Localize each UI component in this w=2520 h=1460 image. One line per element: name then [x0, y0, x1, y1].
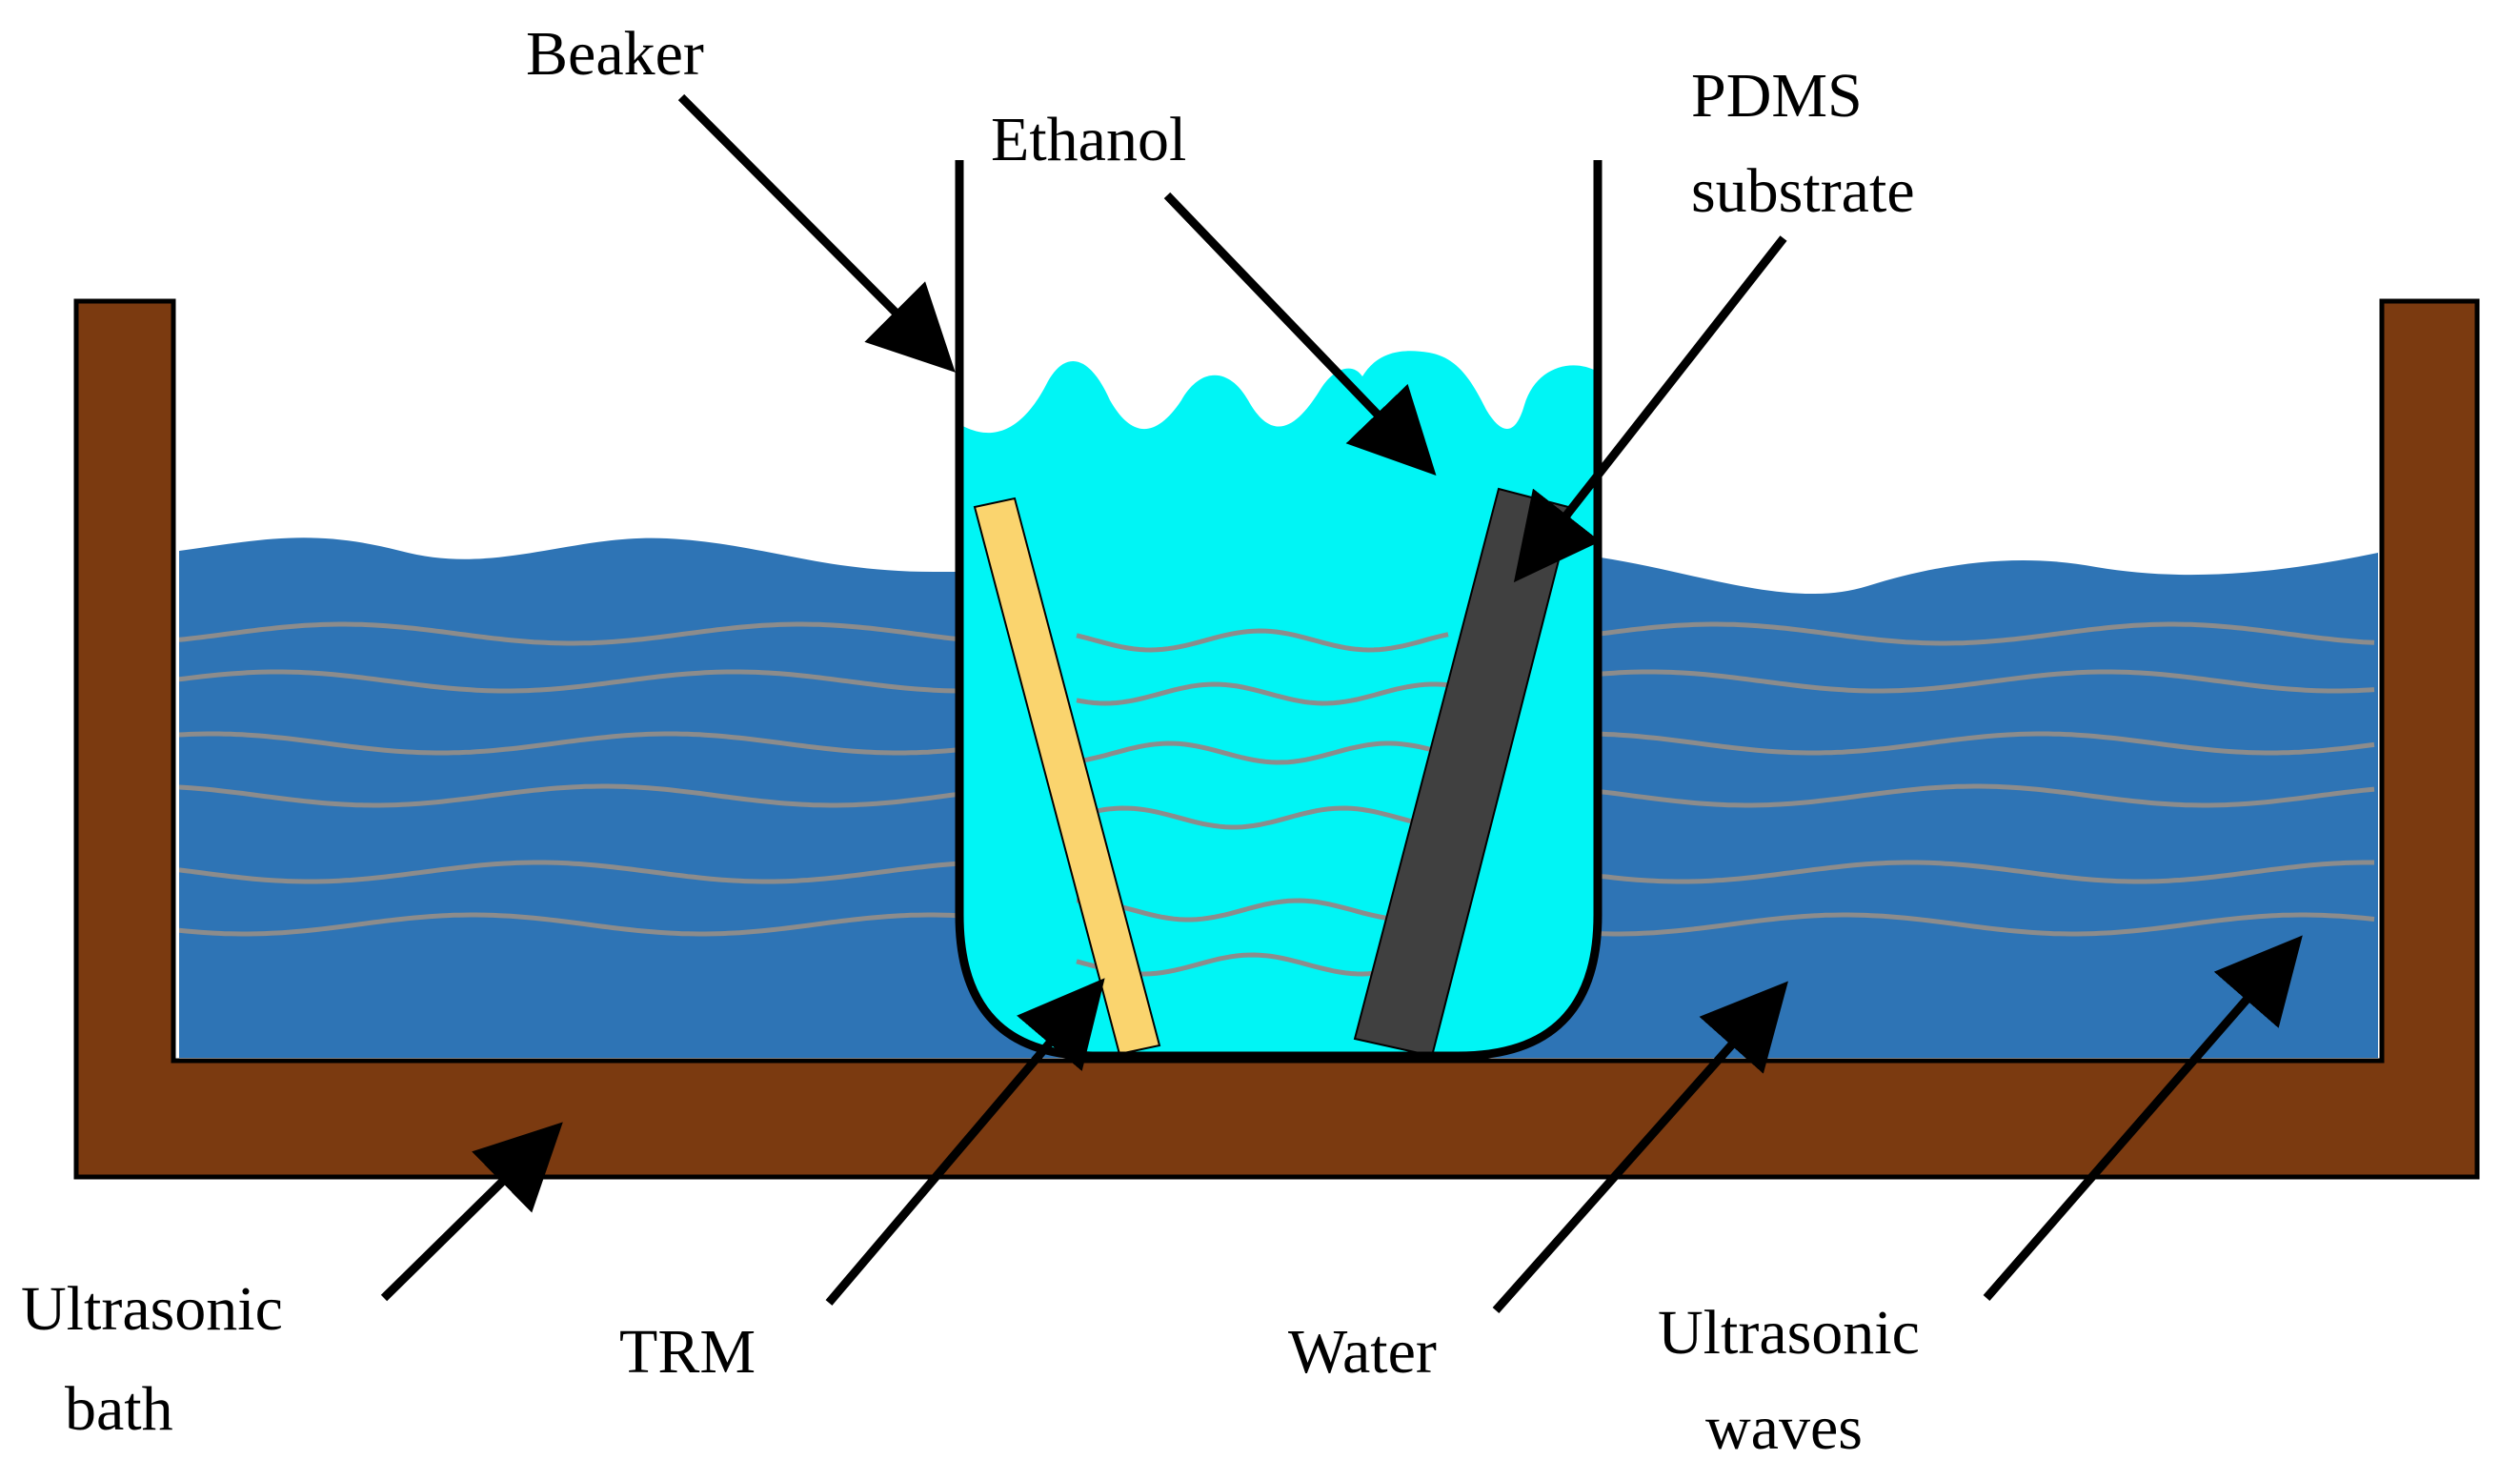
- wave-line: [1076, 628, 1449, 653]
- pdms-arrow: [1513, 235, 1787, 583]
- label-ultrasonic-bath-line2: bath: [65, 1374, 173, 1444]
- label-ultrasonic-bath-line1: Ultrasonic: [21, 1274, 283, 1344]
- ultrasonic-bath-wall: [73, 298, 2480, 1180]
- beaker-contents: [959, 351, 1598, 1056]
- label-trm: TRM: [619, 1317, 756, 1387]
- ultrasonic-bath-arrow: [380, 1122, 563, 1302]
- wave-line: [1076, 681, 1449, 706]
- ultrasonic-waves-arrow: [1983, 935, 2303, 1301]
- label-water: Water: [1288, 1317, 1437, 1387]
- label-ultrasonic-waves-line2: waves: [1705, 1393, 1863, 1460]
- label-pdms-line2: substrate: [1691, 156, 1915, 226]
- trm-strip: [973, 497, 1161, 1056]
- ethanol-arrow: [1163, 192, 1437, 476]
- label-ultrasonic-waves-line1: Ultrasonic: [1658, 1298, 1920, 1368]
- label-ethanol: Ethanol: [991, 105, 1186, 174]
- wave-line: [1076, 805, 1449, 830]
- callout-arrows: [380, 93, 2303, 1313]
- beaker-outline: [955, 160, 1603, 1061]
- label-beaker: Beaker: [526, 19, 704, 89]
- label-pdms-line1: PDMS: [1691, 61, 1863, 131]
- water-arrow: [1492, 981, 1788, 1313]
- beaker-arrow: [677, 93, 956, 373]
- trm-arrow: [825, 978, 1105, 1306]
- wave-line: [1076, 740, 1449, 765]
